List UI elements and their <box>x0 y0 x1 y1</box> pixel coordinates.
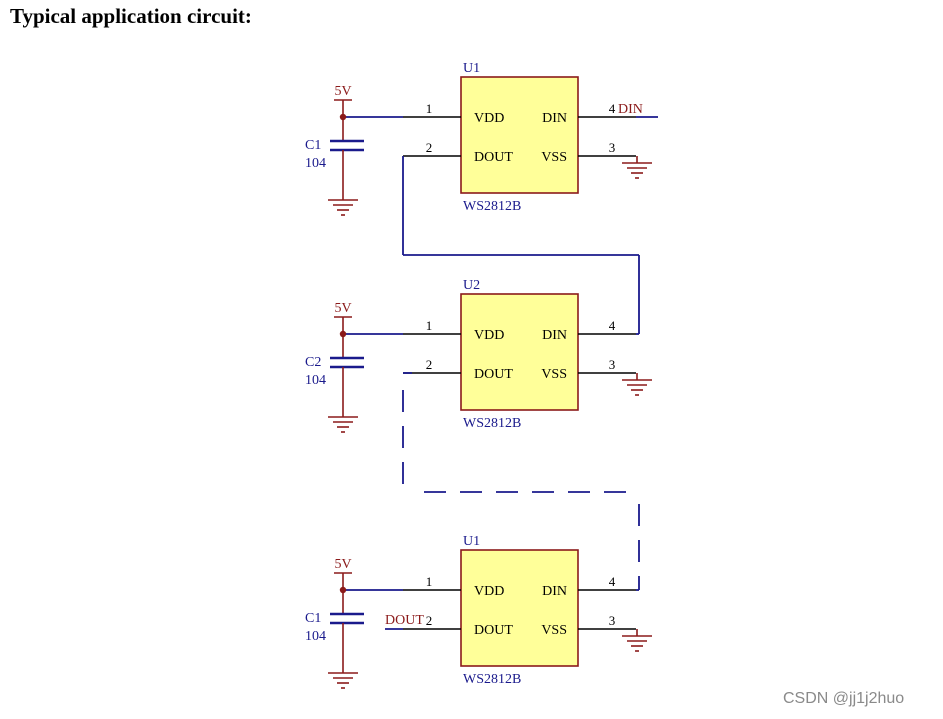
ic-body <box>460 549 579 667</box>
pin-number-3: 3 <box>609 140 616 155</box>
ic-ref-label: U2 <box>463 278 480 293</box>
pin-number-3: 3 <box>609 613 616 628</box>
ic-part-label: WS2812B <box>463 672 521 687</box>
din-net-label: DIN <box>618 102 643 117</box>
pin-name-dout: DOUT <box>474 367 513 382</box>
cap-value-label: 104 <box>305 629 326 644</box>
page-title: Typical application circuit: <box>10 4 252 28</box>
cap-value-label: 104 <box>305 373 326 388</box>
ic-body <box>460 76 579 194</box>
vss-ground-symbol <box>622 156 652 179</box>
pin-name-vss: VSS <box>541 150 567 165</box>
pin-number-3: 3 <box>609 357 616 372</box>
pin-number-4: 4 <box>609 318 616 333</box>
cap-value-label: 104 <box>305 156 326 171</box>
pin-number-1: 1 <box>426 318 433 333</box>
ic-ref-label: U1 <box>463 61 480 76</box>
ic-part-label: WS2812B <box>463 416 521 431</box>
dashed-chain-connection <box>402 372 640 591</box>
cap-ref-label: C1 <box>305 611 321 626</box>
power-label-5v: 5V <box>334 557 351 572</box>
dout-net-label: DOUT <box>385 613 424 628</box>
cap-ground-symbol <box>328 410 358 433</box>
pin-number-2: 2 <box>426 613 433 628</box>
pin-name-vdd: VDD <box>474 111 504 126</box>
vss-ground-symbol <box>622 373 652 396</box>
ic-body <box>460 293 579 411</box>
pin-name-din: DIN <box>542 328 567 343</box>
power-label-5v: 5V <box>334 84 351 99</box>
cap-ref-label: C1 <box>305 138 321 153</box>
pin-name-vdd: VDD <box>474 328 504 343</box>
pin-name-vdd: VDD <box>474 584 504 599</box>
pin-name-dout: DOUT <box>474 623 513 638</box>
pin-name-dout: DOUT <box>474 150 513 165</box>
power-label-5v: 5V <box>334 301 351 316</box>
ic-part-label: WS2812B <box>463 199 521 214</box>
pin-name-vss: VSS <box>541 367 567 382</box>
cap-ground-symbol <box>328 666 358 689</box>
pin-number-4: 4 <box>609 574 616 589</box>
cap-ref-label: C2 <box>305 355 321 370</box>
watermark: CSDN @jj1j2huo <box>783 690 905 707</box>
pin-number-1: 1 <box>426 574 433 589</box>
pin-name-vss: VSS <box>541 623 567 638</box>
pin-number-2: 2 <box>426 357 433 372</box>
vss-ground-symbol <box>622 629 652 652</box>
wire-u1-dout-to-u2-din <box>402 156 640 335</box>
pin-number-4: 4 <box>609 101 616 116</box>
cap-ground-symbol <box>328 193 358 216</box>
pin-number-2: 2 <box>426 140 433 155</box>
pin-name-din: DIN <box>542 584 567 599</box>
pin-number-1: 1 <box>426 101 433 116</box>
pin-name-din: DIN <box>542 111 567 126</box>
ic-ref-label: U1 <box>463 534 480 549</box>
